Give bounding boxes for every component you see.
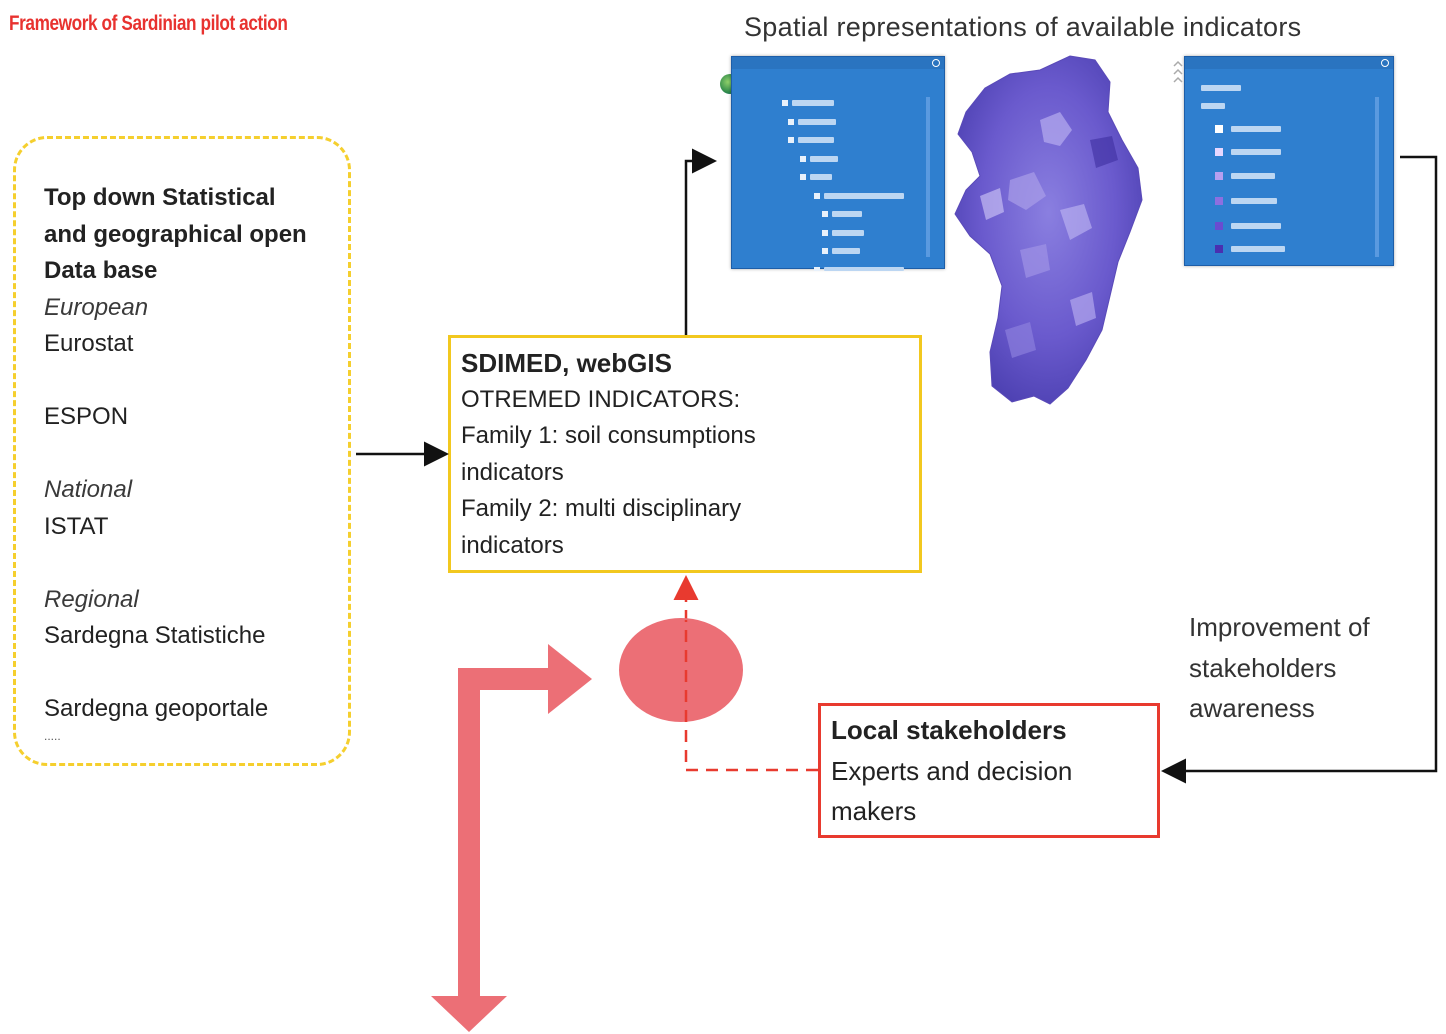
- arrow-stakeholders-to-sdimed: [673, 575, 818, 772]
- source-eurostat: Eurostat: [44, 330, 134, 357]
- database-title-line-3: Data base: [44, 257, 158, 284]
- legend-panel: [1184, 56, 1394, 266]
- legend-scrollbar: [1375, 97, 1379, 257]
- sdimed-text: SDIMED, webGIS OTREMED INDICATORS: Famil…: [461, 345, 756, 564]
- close-icon: [932, 59, 940, 67]
- source-istat: ISTAT: [44, 512, 109, 540]
- feedback-ellipse: [619, 618, 743, 722]
- sdimed-box: [448, 335, 922, 573]
- layer-tree-panel: [731, 56, 945, 271]
- database-container: [13, 136, 351, 766]
- database-ellipsis: .....: [44, 729, 61, 743]
- sdimed-title: SDIMED, webGIS: [461, 348, 672, 378]
- database-title-line-1: Top down Statistical: [44, 184, 276, 211]
- page-title: Framework of Sardinian pilot action: [9, 12, 288, 35]
- close-icon: [1381, 59, 1389, 67]
- stakeholders-title: Local stakeholders: [831, 715, 1067, 745]
- source-espon: ESPON: [44, 403, 129, 430]
- level-regional: Regional: [44, 585, 139, 613]
- database-title-line-2: and geographical open: [44, 220, 307, 248]
- sdimed-line-2: Family 1: soil consumptions: [461, 422, 756, 449]
- sdimed-line-1: OTREMED INDICATORS:: [461, 385, 741, 413]
- improvement-text: Improvement of stakeholders awareness: [1189, 607, 1370, 729]
- spatial-representations-title: Spatial representations of available ind…: [744, 12, 1302, 42]
- arrow-spatial-to-stakeholders: [1161, 155, 1438, 784]
- sdimed-line-3: indicators: [461, 458, 564, 486]
- stakeholders-box: [818, 703, 1160, 838]
- stakeholders-line-1: Experts and decision: [831, 755, 1073, 786]
- sdimed-line-4: Family 2: multi disciplinary: [461, 495, 742, 522]
- stakeholders-text: Local stakeholders Experts and decision …: [831, 710, 1072, 832]
- improvement-line-3: awareness: [1189, 693, 1315, 723]
- improvement-line-2: stakeholders: [1189, 652, 1337, 683]
- pink-flow-arrow: [431, 644, 592, 1032]
- improvement-line-1: Improvement of: [1189, 612, 1370, 642]
- source-sardegna-statistiche: Sardegna Statistiche: [44, 622, 266, 649]
- arrow-sdimed-to-spatial: [684, 148, 717, 335]
- source-sardegna-geoportale: Sardegna geoportale: [44, 694, 269, 722]
- legend-title-bar: [1185, 57, 1393, 69]
- database-text: Top down Statistical and geographical op…: [44, 180, 307, 745]
- panel-title-bar: [732, 57, 944, 69]
- sdimed-line-5: indicators: [461, 531, 564, 559]
- level-european: European: [44, 293, 149, 321]
- sardinia-indicator-map: [954, 55, 1143, 405]
- panel-scrollbar: [926, 97, 930, 257]
- stakeholders-line-2: makers: [831, 796, 917, 826]
- level-national: National: [44, 476, 133, 503]
